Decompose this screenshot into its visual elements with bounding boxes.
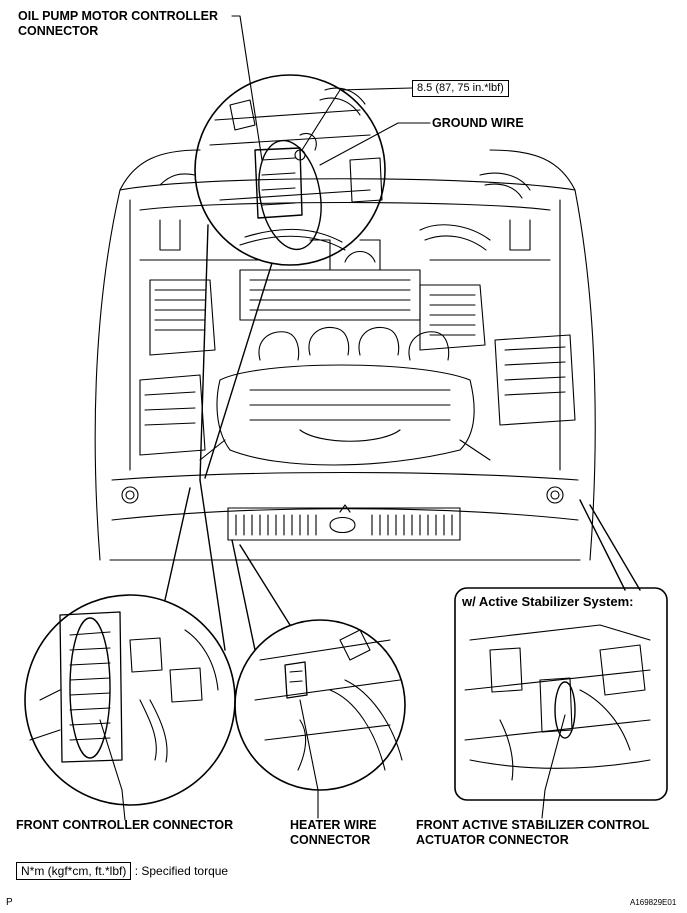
zoom-circle-heater-wire — [231, 539, 406, 791]
hoses — [159, 172, 531, 251]
oil-pump-label-line1: OIL PUMP MOTOR CONTROLLER — [18, 9, 219, 23]
footer-figure-code: A169829E01 — [630, 898, 677, 907]
ground-wire-label: GROUND WIRE — [432, 116, 524, 130]
leader-line-heater-wire — [299, 699, 319, 819]
zoom-circle-front-controller — [24, 479, 236, 806]
legend-unit-box: N*m (kgf*cm, ft.*lbf) — [16, 862, 132, 880]
torque-legend: N*m (kgf*cm, ft.*lbf) : Specified torque — [16, 862, 228, 880]
left-air-box — [121, 279, 216, 504]
leader-line-stabilizer — [541, 714, 566, 819]
zoom-circle-oil-pump — [194, 74, 386, 481]
stabilizer-label-line2: ACTUATOR CONNECTOR — [416, 833, 569, 847]
oil-pump-label-line2: CONNECTOR — [18, 24, 99, 38]
leader-lines-top — [231, 15, 431, 166]
center-engine — [199, 239, 491, 466]
heater-wire-label-line1: HEATER WIRE — [290, 818, 377, 832]
torque-value-box: 8.5 (87, 75 in.*lbf) — [412, 80, 509, 97]
front-controller-label: FRONT CONTROLLER CONNECTOR — [16, 818, 234, 832]
footer-left-code: P — [6, 897, 13, 908]
legend-description: : Specified torque — [134, 864, 229, 878]
heater-wire-label-line2: CONNECTOR — [290, 833, 371, 847]
stabilizer-label-line1: FRONT ACTIVE STABILIZER CONTROL — [416, 818, 650, 832]
leader-line-front-controller — [99, 719, 126, 821]
engine-bay-outline — [94, 149, 596, 561]
right-fuse-box — [419, 284, 576, 504]
stabilizer-panel — [454, 499, 668, 801]
stabilizer-panel-title: w/ Active Stabilizer System: — [462, 594, 634, 609]
radiator-grille — [227, 504, 461, 541]
